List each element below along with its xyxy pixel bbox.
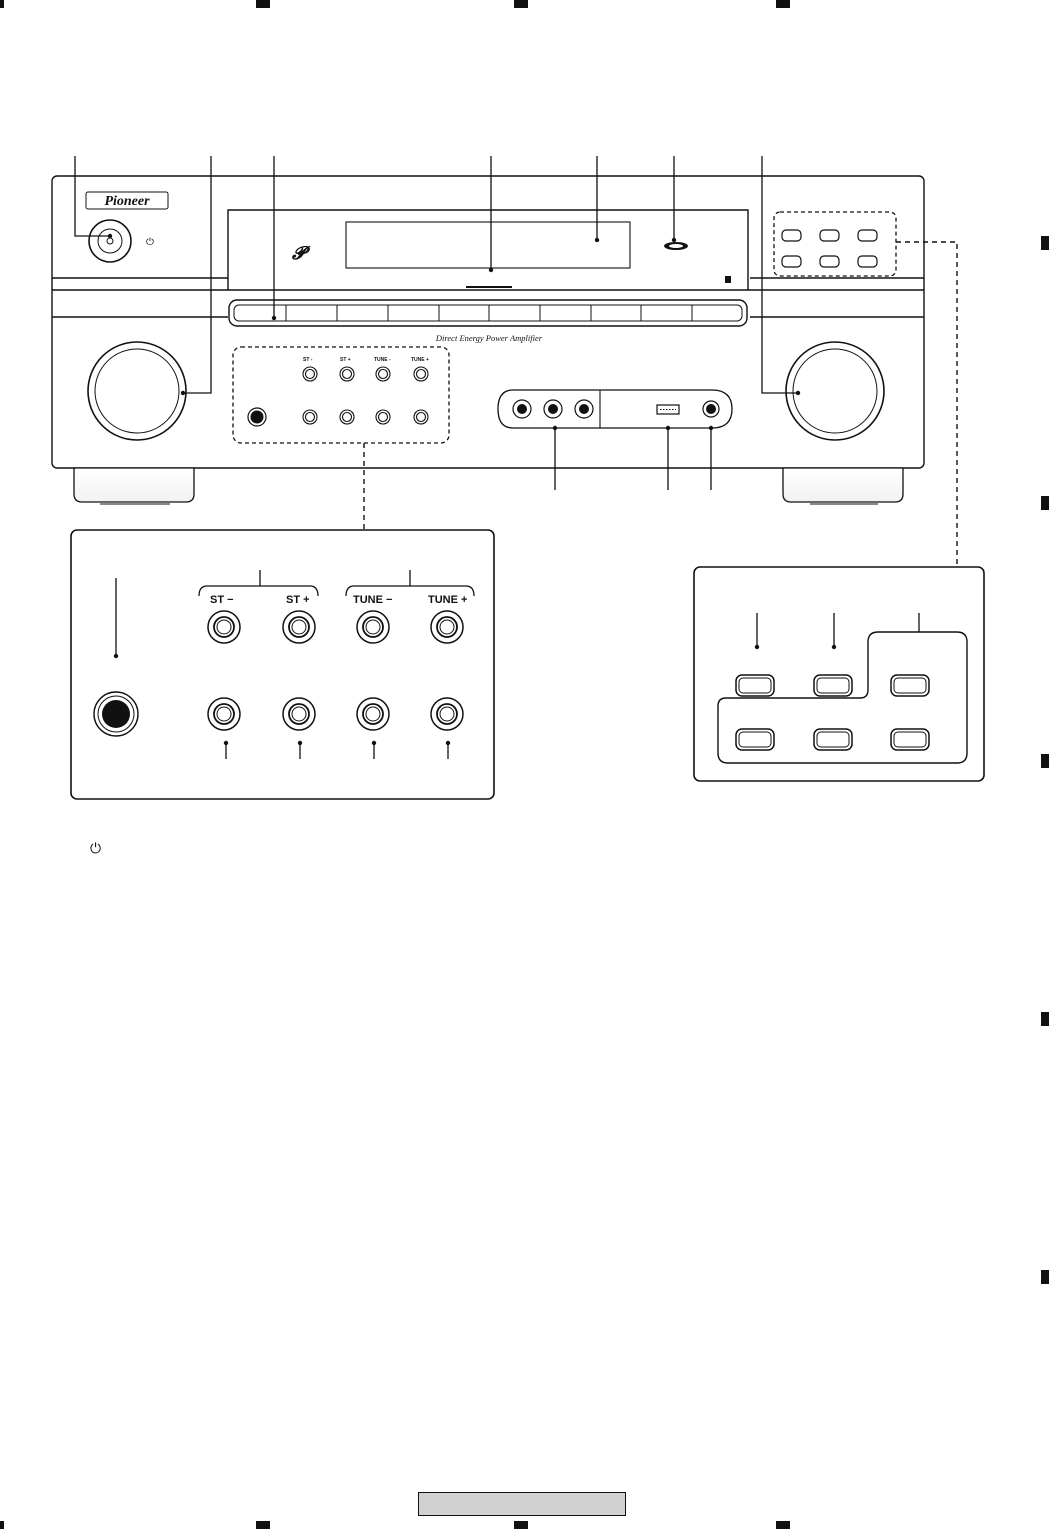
amp-tagline: Direct Energy Power Amplifier — [435, 333, 543, 343]
input-selector-dial[interactable] — [87, 341, 187, 441]
master-volume-dial[interactable] — [785, 341, 885, 441]
left-detail-box — [70, 529, 495, 800]
panel-small-buttons — [302, 366, 429, 425]
left-detail-brackets — [115, 570, 475, 655]
panel-label-st-minus: ST - — [303, 357, 313, 363]
detail-lower-leaders — [225, 743, 449, 759]
standby-symbol: ⏻ — [146, 237, 154, 248]
receiver-chassis — [51, 175, 925, 469]
callout-leaders — [74, 156, 798, 490]
detail-st-plus-button[interactable] — [282, 610, 316, 644]
logo-text: Pioneer — [104, 194, 150, 209]
right-detail-grouping-outline — [717, 631, 968, 764]
detail-label-st-plus: ST + — [286, 594, 310, 606]
detail-tune-minus-button[interactable] — [356, 610, 390, 644]
panel-right-buttons — [781, 229, 878, 268]
receiver-feet — [73, 467, 904, 505]
legend-standby-symbol: ⏻ — [90, 840, 101, 856]
detail-label-tune-minus: TUNE − — [353, 594, 392, 606]
av-input-panel — [497, 389, 733, 429]
mcacc-logo-icon — [664, 242, 688, 250]
detail-tune-plus-button[interactable] — [430, 610, 464, 644]
detail-phones-jack[interactable] — [93, 691, 139, 737]
detail-st-minus-button[interactable] — [207, 610, 241, 644]
page-number-box — [418, 1492, 626, 1516]
front-buttons-dashed-group — [773, 211, 897, 277]
right-detail-leaders — [756, 613, 920, 647]
panel-label-tune-plus: TUNE + — [411, 357, 429, 363]
phones-jack-small — [247, 407, 267, 427]
callout-dots — [107, 233, 801, 431]
detail-connectors — [363, 241, 958, 567]
right-detail-box — [693, 566, 985, 782]
detail-label-tune-plus: TUNE + — [428, 594, 467, 606]
front-controls-dashed-group — [232, 346, 450, 444]
standby-on-button[interactable] — [88, 219, 132, 263]
panel-label-tune-minus: TUNE - — [374, 357, 391, 363]
dolby-style-icon: 𝓟 — [292, 243, 311, 263]
indicator-icon — [725, 276, 731, 283]
right-detail-buttons[interactable] — [735, 674, 930, 751]
detail-lower-buttons[interactable] — [207, 697, 464, 731]
panel-label-st-plus: ST + — [340, 357, 351, 363]
detail-label-st-minus: ST − — [210, 594, 234, 606]
brand-logo: Pioneer — [85, 191, 169, 210]
